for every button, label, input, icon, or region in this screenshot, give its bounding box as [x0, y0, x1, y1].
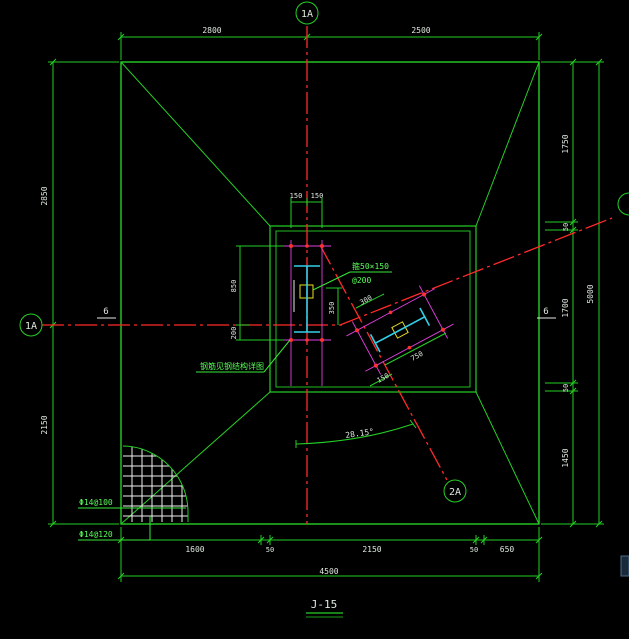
dim-bottom-1: 1600	[185, 545, 204, 554]
axis-bubble-partial	[617, 192, 629, 216]
anchor-note-label: 钢筋见钢结构详图	[200, 361, 264, 371]
inclined-column-base	[346, 285, 454, 375]
axis-bubble-1a-top: 1A	[295, 1, 319, 25]
dim-column-right: 350	[328, 302, 336, 315]
rebar-label-1: Φ14@100	[79, 498, 113, 507]
right-dimension-lines: 1750 50 1700 50 1450 5000	[541, 58, 604, 528]
dim-right-4: 50	[562, 384, 570, 392]
dim-top-right: 2500	[411, 26, 430, 35]
steel-profile-leader: 箍50×150 @200	[312, 261, 392, 291]
dim-diag-300: 300	[359, 294, 374, 307]
dim-column-top-2: 150	[311, 192, 324, 200]
rebar-leaders: Φ14@100 Φ14@120	[78, 498, 186, 541]
column-right-dimension: 350	[326, 287, 342, 325]
dim-column-left-2: 200	[230, 327, 238, 340]
section-label-right: 6	[543, 307, 548, 317]
bottom-dimension-lines: 1600 50 2150 50 650 4500	[117, 527, 543, 582]
axis-label-2a: 2A	[449, 487, 461, 498]
dim-right-2: 50	[562, 223, 570, 231]
dim-bottom-5: 650	[500, 545, 515, 554]
right-edge-fragment	[620, 555, 629, 577]
axis-bubble-2a: 2A	[443, 479, 467, 503]
column-base-plate	[283, 240, 331, 386]
dim-diag-150: 150	[376, 372, 391, 385]
dim-bottom-4: 50	[470, 546, 478, 554]
top-dimension-line: 2800 2500	[117, 26, 543, 60]
axis-lines	[42, 26, 613, 524]
dim-left-top: 2850	[40, 186, 49, 205]
spacing-label: @200	[352, 276, 371, 285]
section-marker-right: 6	[537, 307, 556, 319]
dim-bottom-total: 4500	[319, 567, 338, 576]
axis-label-1a-top: 1A	[301, 9, 313, 20]
column-left-dimensions: 850 200	[230, 245, 290, 341]
angle-label: 28.15°	[345, 427, 375, 440]
angle-indicator: 28.15°	[295, 419, 417, 448]
axis-bubble-1a-left: 1A	[19, 313, 43, 337]
rebar-grid	[122, 445, 189, 522]
dim-diag-750: 750	[410, 350, 425, 363]
anchor-note-leader: 钢筋见钢结构详图	[196, 339, 291, 373]
dim-left-bottom: 2150	[40, 415, 49, 434]
dim-right-total: 5000	[586, 284, 595, 303]
dim-right-3: 1700	[561, 298, 570, 317]
drawing-title: J-15	[306, 598, 343, 618]
section-marker-left: 6	[97, 307, 116, 319]
dim-bottom-3: 2150	[362, 545, 381, 554]
inclined-dimensions: 300 750 150	[355, 293, 447, 387]
dim-column-left-1: 850	[230, 280, 238, 293]
dim-column-top-1: 150	[290, 192, 303, 200]
rebar-label-2: Φ14@120	[79, 530, 113, 539]
dim-bottom-2: 50	[266, 546, 274, 554]
section-label-left: 6	[103, 307, 108, 317]
dim-right-5: 1450	[561, 448, 570, 467]
title-label: J-15	[311, 598, 338, 611]
column-top-dimensions: 150 150	[290, 192, 324, 228]
dim-top-left: 2800	[202, 26, 221, 35]
axis-label-1a-left: 1A	[25, 321, 37, 332]
dim-right-1: 1750	[561, 134, 570, 153]
steel-profile-label: 箍50×150	[352, 261, 389, 271]
left-dimension-line: 2850 2150	[40, 58, 119, 528]
foundation-outline	[120, 61, 540, 525]
